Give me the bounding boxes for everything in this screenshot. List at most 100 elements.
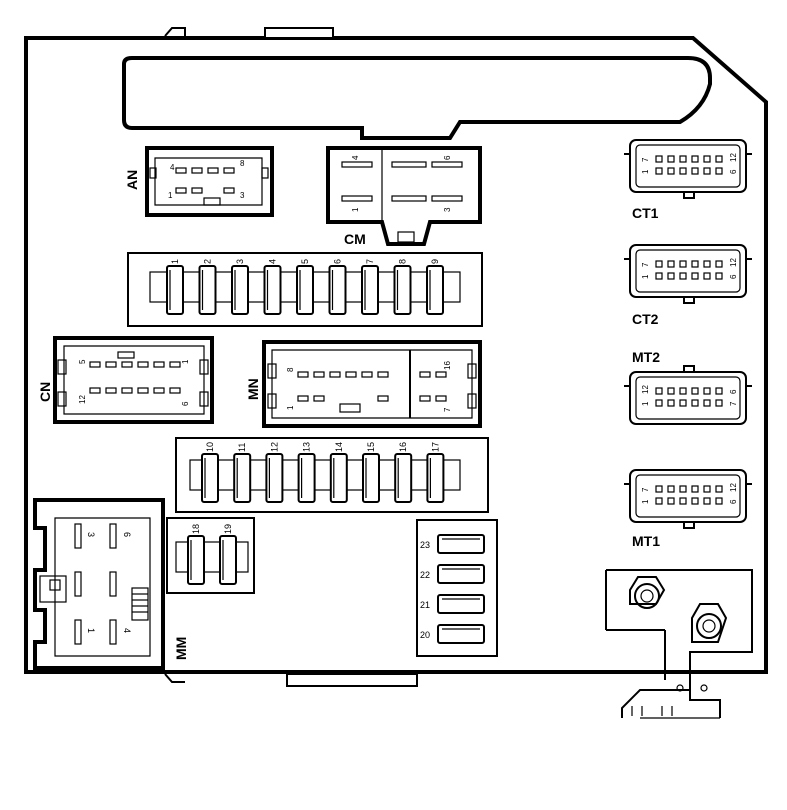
- fuse-5: 5: [296, 259, 314, 315]
- cn-pin-6: 6: [181, 401, 190, 406]
- fuse-17: 17: [426, 442, 445, 503]
- mt2-label: MT2: [632, 349, 660, 365]
- ct1-pin-6: 6: [729, 169, 738, 174]
- cn-pin-12: 12: [78, 395, 87, 404]
- mt1-pin-12: 12: [729, 483, 738, 492]
- fuse-label: 13: [302, 442, 312, 452]
- fuse-8: 8: [393, 259, 412, 315]
- fuse-16: 16: [394, 442, 413, 503]
- fuse-3: 3: [231, 259, 249, 315]
- ct2-pin-1: 1: [641, 274, 650, 279]
- fuse-label: 22: [420, 570, 430, 580]
- cn-pin-5: 5: [78, 359, 87, 364]
- connector-cn: 5 1 12 6 CN: [37, 336, 214, 424]
- fuse-20: 20: [420, 624, 485, 644]
- ct1-pin-12: 12: [729, 153, 738, 162]
- connector-mt2: 12 6 1 7 MT2: [624, 349, 752, 425]
- an-label: AN: [124, 170, 140, 190]
- ground-terminal: [605, 569, 753, 719]
- ct2-pin-12: 12: [729, 258, 738, 267]
- an-pin-3: 3: [240, 191, 245, 200]
- mm-pin-4: 4: [122, 628, 132, 633]
- mm-pin-3: 3: [86, 532, 96, 537]
- fuse-4: 4: [263, 259, 282, 315]
- fuse-12: 12: [265, 442, 284, 503]
- an-pin-4: 4: [170, 163, 175, 172]
- mn-label: MN: [245, 378, 261, 400]
- fuse-label: 2: [203, 259, 213, 264]
- ct2-pin-7: 7: [641, 262, 650, 267]
- fuse-label: 15: [366, 442, 376, 452]
- fuse-14: 14: [329, 442, 348, 503]
- cm-pin-3: 3: [443, 207, 452, 212]
- fuse-9: 9: [426, 259, 444, 315]
- fuse-label: 18: [191, 524, 201, 534]
- fuse-label: 8: [398, 259, 408, 264]
- fuse-21: 21: [420, 594, 485, 614]
- fuse-15: 15: [362, 442, 380, 503]
- fuse-block-top: 1 2 3 4 5 6 7 8 9: [127, 252, 483, 327]
- nut-icon: [691, 603, 728, 643]
- fuse-13: 13: [297, 442, 316, 503]
- housing: [24, 27, 768, 687]
- fuse-1: 1: [166, 259, 184, 315]
- fuse-label: 5: [300, 259, 310, 264]
- cm-pin-6: 6: [443, 155, 452, 160]
- ct1-label: CT1: [632, 205, 659, 221]
- cn-label: CN: [37, 382, 53, 402]
- mn-pin-7: 7: [443, 407, 452, 412]
- fuse-label: 21: [420, 600, 430, 610]
- fuse-label: 6: [333, 259, 343, 264]
- cm-label: CM: [344, 231, 366, 247]
- mt2-pin-1: 1: [641, 401, 650, 406]
- fuse-7: 7: [361, 259, 379, 315]
- fuse-block-side: 23 22 21 20: [416, 519, 498, 657]
- cm-pin-1: 1: [351, 207, 360, 212]
- fuse-label: 19: [223, 524, 233, 534]
- fuse-label: 3: [235, 259, 245, 264]
- cn-pin-1: 1: [181, 359, 190, 364]
- mn-pin-8: 8: [286, 367, 295, 372]
- mm-pin-6: 6: [122, 532, 132, 537]
- fuse-label: 10: [205, 442, 215, 452]
- fuse-label: 14: [334, 442, 344, 452]
- mt2-pin-12: 12: [641, 385, 650, 394]
- fuse-label: 4: [268, 259, 278, 264]
- an-pin-8: 8: [240, 159, 245, 168]
- mm-pin-1: 1: [86, 628, 96, 633]
- fuse-label: 11: [237, 443, 247, 452]
- connector-mn: 8 16 1 7 MN: [245, 340, 482, 428]
- mm-label: MM: [173, 637, 189, 660]
- mt2-pin-7: 7: [729, 401, 738, 406]
- connector-an: 4 8 1 3 AN: [124, 146, 274, 217]
- fuse-10: 10: [201, 442, 219, 503]
- fuse-label: 1: [170, 259, 180, 264]
- mt1-pin-1: 1: [641, 499, 650, 504]
- nut-icon: [629, 576, 666, 605]
- fuse-label: 12: [269, 442, 279, 452]
- mt2-pin-6: 6: [729, 389, 738, 394]
- connector-mm: 3 6 1 4 MM: [33, 498, 189, 670]
- mt1-pin-6: 6: [729, 499, 738, 504]
- fuse-22: 22: [420, 564, 485, 584]
- mt1-pin-7: 7: [641, 487, 650, 492]
- fuse-23: 23: [420, 534, 485, 554]
- fuse-label: 9: [430, 259, 440, 264]
- fuse-label: 17: [430, 442, 440, 452]
- ct2-label: CT2: [632, 311, 659, 327]
- fuse-6: 6: [328, 259, 347, 315]
- fuse-19: 19: [219, 524, 237, 585]
- fuse-label: 20: [420, 630, 430, 640]
- connector-cm: 4 6 1 3 CM: [326, 146, 482, 247]
- ct1-pin-1: 1: [641, 169, 650, 174]
- fuse-11: 11: [233, 443, 252, 503]
- fuse-label: 16: [398, 442, 408, 452]
- fuse-block-middle: 10 11 12 13 14 15 16 17: [175, 437, 489, 513]
- fuse-2: 2: [198, 259, 217, 315]
- mn-pin-16: 16: [443, 361, 452, 370]
